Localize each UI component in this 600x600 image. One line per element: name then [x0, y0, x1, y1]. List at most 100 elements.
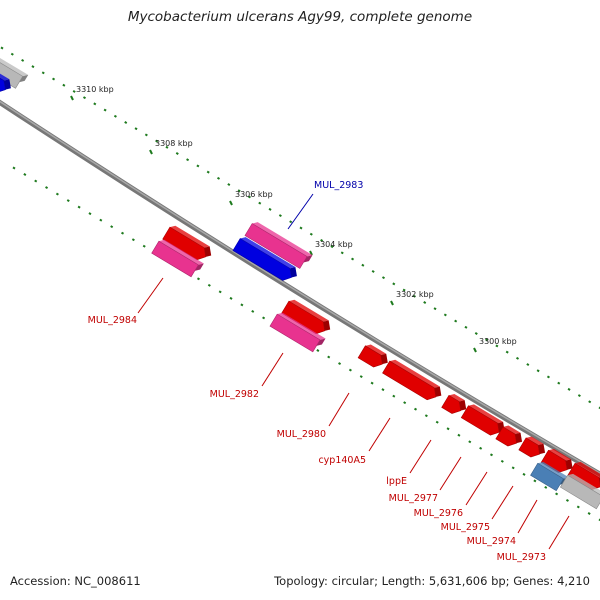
leader-line — [491, 485, 514, 520]
tick-dot — [446, 427, 450, 431]
leader-line — [517, 499, 538, 534]
tick-dot — [131, 238, 135, 242]
tick-dot — [21, 58, 25, 62]
gene-label-mul-2982[interactable]: MUL_2982 — [210, 389, 259, 400]
tick-dot — [340, 251, 344, 255]
tick-dot — [370, 381, 374, 385]
gene-mul-2974-red — [540, 448, 573, 473]
tick-dot — [240, 303, 244, 307]
leader-line — [439, 456, 462, 491]
tick-dot — [23, 173, 27, 176]
tick-dot — [196, 277, 200, 281]
gene-label-mul-2983[interactable]: MUL_2983 — [314, 180, 363, 191]
tick-dot — [361, 263, 365, 267]
gene-cyp140A5 — [382, 359, 442, 401]
tick-dot — [392, 394, 396, 398]
gene-lppE — [441, 393, 467, 414]
tick-dot — [557, 381, 561, 385]
tick-dot — [229, 296, 233, 300]
tick-dot — [144, 133, 148, 137]
tick-dot — [565, 498, 569, 502]
tick-dot — [72, 89, 76, 93]
major-tick — [149, 149, 153, 155]
tick-dot — [567, 387, 571, 391]
gene-label-mul-2976[interactable]: MUL_2976 — [414, 508, 463, 519]
tick-dot — [142, 244, 146, 248]
tick-dot — [489, 453, 493, 457]
tick-dot — [443, 313, 447, 317]
tick-dot — [598, 406, 600, 410]
tick-dot — [454, 319, 458, 323]
tick-dot — [511, 466, 515, 470]
map-title: Mycobacterium ulcerans Agy99, complete g… — [127, 9, 473, 25]
tick-label: 3308 kbp — [155, 139, 193, 148]
tick-dot — [479, 446, 483, 450]
tick-dot — [124, 121, 128, 124]
tick-dot — [165, 145, 169, 149]
gene-mul-2982 — [269, 312, 326, 353]
tick-dot — [247, 195, 251, 199]
tick-dot — [93, 102, 97, 106]
gene-label-lppe[interactable]: lppE — [386, 476, 407, 487]
tick-dot — [175, 152, 179, 155]
tick-dot — [66, 199, 70, 203]
tick-dot — [31, 65, 35, 69]
leader-line — [287, 193, 314, 230]
tick-dot — [218, 290, 222, 294]
tick-dot — [186, 158, 190, 162]
leader-line — [465, 471, 488, 506]
tick-dot — [338, 362, 342, 366]
tick-dot — [359, 375, 363, 379]
major-tick — [309, 250, 313, 256]
tick-dot — [392, 282, 396, 286]
tick-dot — [320, 238, 324, 242]
tick-dot — [433, 307, 437, 311]
gene-label-mul-2975[interactable]: MUL_2975 — [441, 522, 490, 533]
tick-dot — [576, 505, 580, 509]
tick-dot — [52, 77, 56, 81]
tick-dot — [587, 512, 591, 515]
major-tick — [390, 300, 394, 306]
tick-dot — [134, 127, 138, 131]
tick-dot — [435, 420, 439, 424]
gene-label-mul-2977[interactable]: MUL_2977 — [389, 493, 438, 504]
tick-dot — [464, 325, 468, 329]
gene-label-mul-2984[interactable]: MUL_2984 — [88, 315, 137, 326]
gene-label-cyp140a5[interactable]: cyp140A5 — [318, 455, 366, 466]
tick-dot — [99, 218, 103, 222]
tick-dot — [10, 52, 14, 56]
gene-label-mul-2974[interactable]: MUL_2974 — [467, 536, 516, 547]
gene-label-mul-2980[interactable]: MUL_2980 — [277, 429, 326, 440]
tick-dot — [330, 245, 334, 249]
tick-dot — [251, 309, 255, 313]
tick-dot — [34, 179, 38, 183]
gene-outer-2 — [281, 299, 331, 335]
tick-dot — [348, 368, 352, 372]
tick-dot — [103, 108, 107, 112]
tick-dot — [533, 479, 537, 483]
gene-label-mul-2973[interactable]: MUL_2973 — [497, 552, 546, 563]
tick-dot — [55, 192, 59, 196]
tick-dot — [403, 401, 407, 405]
tick-dot — [217, 176, 221, 180]
tick-dot — [121, 231, 125, 235]
tick-dot — [12, 166, 16, 170]
leader-line — [548, 515, 570, 550]
tick-label: 3302 kbp — [396, 290, 434, 299]
gene-mul-2975 — [518, 436, 546, 458]
gene-mul-2983-blue — [232, 237, 297, 281]
tick-dot — [371, 269, 375, 273]
tick-dot — [536, 369, 540, 373]
tick-dot — [598, 518, 600, 522]
major-tick — [70, 95, 74, 101]
tick-dot — [113, 114, 117, 118]
tick-dot — [278, 214, 282, 218]
tick-dot — [268, 207, 272, 211]
tick-label: 3300 kbp — [479, 337, 517, 346]
tick-dot — [381, 276, 385, 280]
tick-dot — [495, 344, 499, 348]
tick-dot — [468, 440, 472, 444]
major-tick — [229, 200, 233, 206]
